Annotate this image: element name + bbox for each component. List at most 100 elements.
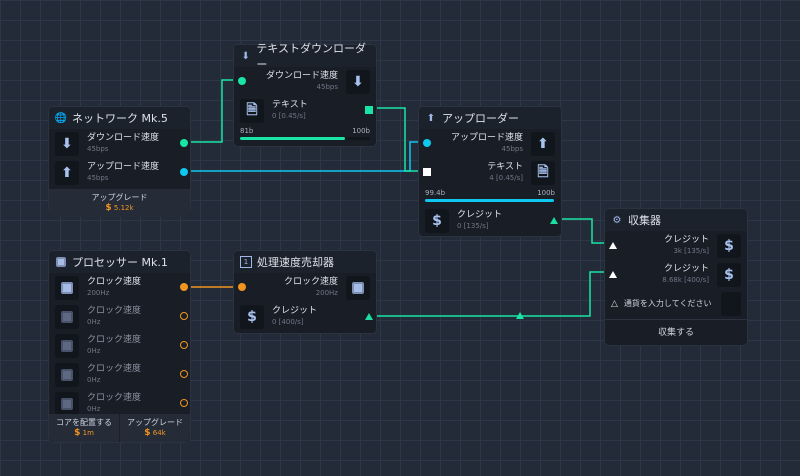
row-label: クロック速度: [283, 276, 338, 287]
dollar-icon: $: [240, 304, 264, 329]
currency-input[interactable]: 通貨を入力してください: [623, 299, 712, 308]
row-value: 0Hz: [87, 317, 101, 326]
row-value: 0 [0.45/s]: [272, 111, 306, 120]
currency-input-row: △ 通貨を入力してください: [605, 289, 747, 318]
row-value: 200Hz: [87, 288, 110, 297]
download-icon: ⬇: [55, 131, 79, 156]
output-port[interactable]: [365, 106, 373, 114]
node-header[interactable]: ⬇ テキストダウンローダー: [234, 42, 376, 71]
input-port[interactable]: [609, 242, 617, 249]
progress-max: 100b: [352, 127, 370, 135]
collect-button[interactable]: 収集する: [605, 319, 747, 345]
upgrade-button[interactable]: アップグレード$ 5.12k: [49, 189, 190, 217]
progress-current: 81b: [240, 127, 254, 135]
cost: 5.12k: [113, 204, 134, 212]
row-label: クロック速度: [87, 392, 142, 403]
row-value: 0Hz: [87, 404, 101, 413]
row-value: 45bps: [87, 173, 109, 182]
download-icon: ⬇: [241, 50, 250, 62]
upgrade-button[interactable]: アップグレード$ 64k: [120, 414, 190, 442]
cpu-icon: [55, 391, 79, 416]
row-label: クレジット: [663, 234, 709, 245]
dollar-icon: $: [717, 233, 741, 258]
dollar-icon: $: [105, 203, 112, 213]
seller-icon: 1: [240, 256, 252, 268]
input-port[interactable]: [238, 283, 246, 291]
output-port[interactable]: [180, 312, 188, 320]
output-port[interactable]: [180, 399, 188, 407]
node-title: テキストダウンローダー: [256, 42, 366, 71]
node-header[interactable]: プロセッサー Mk.1: [49, 251, 190, 273]
output-port[interactable]: [180, 283, 188, 291]
output-port[interactable]: [180, 370, 188, 378]
download-icon: ⬇: [346, 69, 370, 94]
node-title: 処理速度売却器: [257, 256, 334, 269]
node-title: プロセッサー Mk.1: [72, 256, 168, 269]
dollar-icon: $: [425, 208, 449, 233]
input-port[interactable]: [423, 168, 431, 176]
row-label: クロック速度: [87, 363, 142, 374]
node-title: ネットワーク Mk.5: [72, 112, 168, 125]
cost: 64k: [152, 429, 166, 437]
input-port[interactable]: [238, 77, 246, 85]
row-value: 0 [135/s]: [457, 221, 489, 230]
row-value: 8.68k [400/s]: [662, 275, 709, 284]
cpu-icon: [55, 362, 79, 387]
output-port[interactable]: [365, 313, 373, 320]
row-value: 45bps: [87, 144, 109, 153]
output-port[interactable]: [180, 341, 188, 349]
cpu-icon: [55, 304, 79, 329]
place-core-button[interactable]: コアを配置する$ 1m: [49, 414, 120, 442]
input-port[interactable]: [423, 139, 431, 147]
wire-direction-marker: [516, 312, 524, 319]
progress-current: 99.4b: [425, 189, 446, 197]
row-label: アップロード速度: [450, 132, 523, 143]
node-header[interactable]: ⬆アップローダー: [419, 107, 561, 129]
row-value: 0Hz: [87, 346, 101, 355]
globe-icon: 🌐: [54, 112, 68, 124]
row-label: クレジット: [663, 263, 709, 274]
row-value: 0Hz: [87, 375, 101, 384]
row-label: クロック速度: [87, 305, 142, 316]
upload-icon: ⬆: [55, 160, 79, 185]
row-label: ダウンロード速度: [265, 70, 338, 81]
row-label: テキスト: [272, 99, 308, 110]
upload-icon: ⬆: [426, 112, 436, 124]
robot-icon: ⚙: [612, 214, 622, 226]
row-label: テキスト: [487, 161, 523, 172]
row-value: 45bps: [501, 144, 523, 153]
row-label: アップロード速度: [87, 161, 160, 172]
row-value: 45bps: [316, 82, 338, 91]
node-header[interactable]: ⚙収集器: [605, 209, 747, 231]
document-icon: 🗎: [240, 98, 264, 123]
output-port[interactable]: [180, 168, 188, 176]
output-port[interactable]: [180, 139, 188, 147]
cpu-icon: [55, 256, 67, 268]
input-port[interactable]: [609, 271, 617, 278]
document-icon: 🗎: [531, 160, 555, 185]
output-port[interactable]: [550, 217, 558, 224]
currency-slot[interactable]: [721, 291, 741, 316]
warning-icon: △: [611, 298, 618, 309]
progress-bar: 81b 100b: [234, 127, 376, 140]
node-header[interactable]: 🌐 ネットワーク Mk.5: [49, 107, 190, 129]
node-header[interactable]: 1 処理速度売却器: [234, 251, 376, 273]
row-value: 0 [400/s]: [272, 317, 304, 326]
